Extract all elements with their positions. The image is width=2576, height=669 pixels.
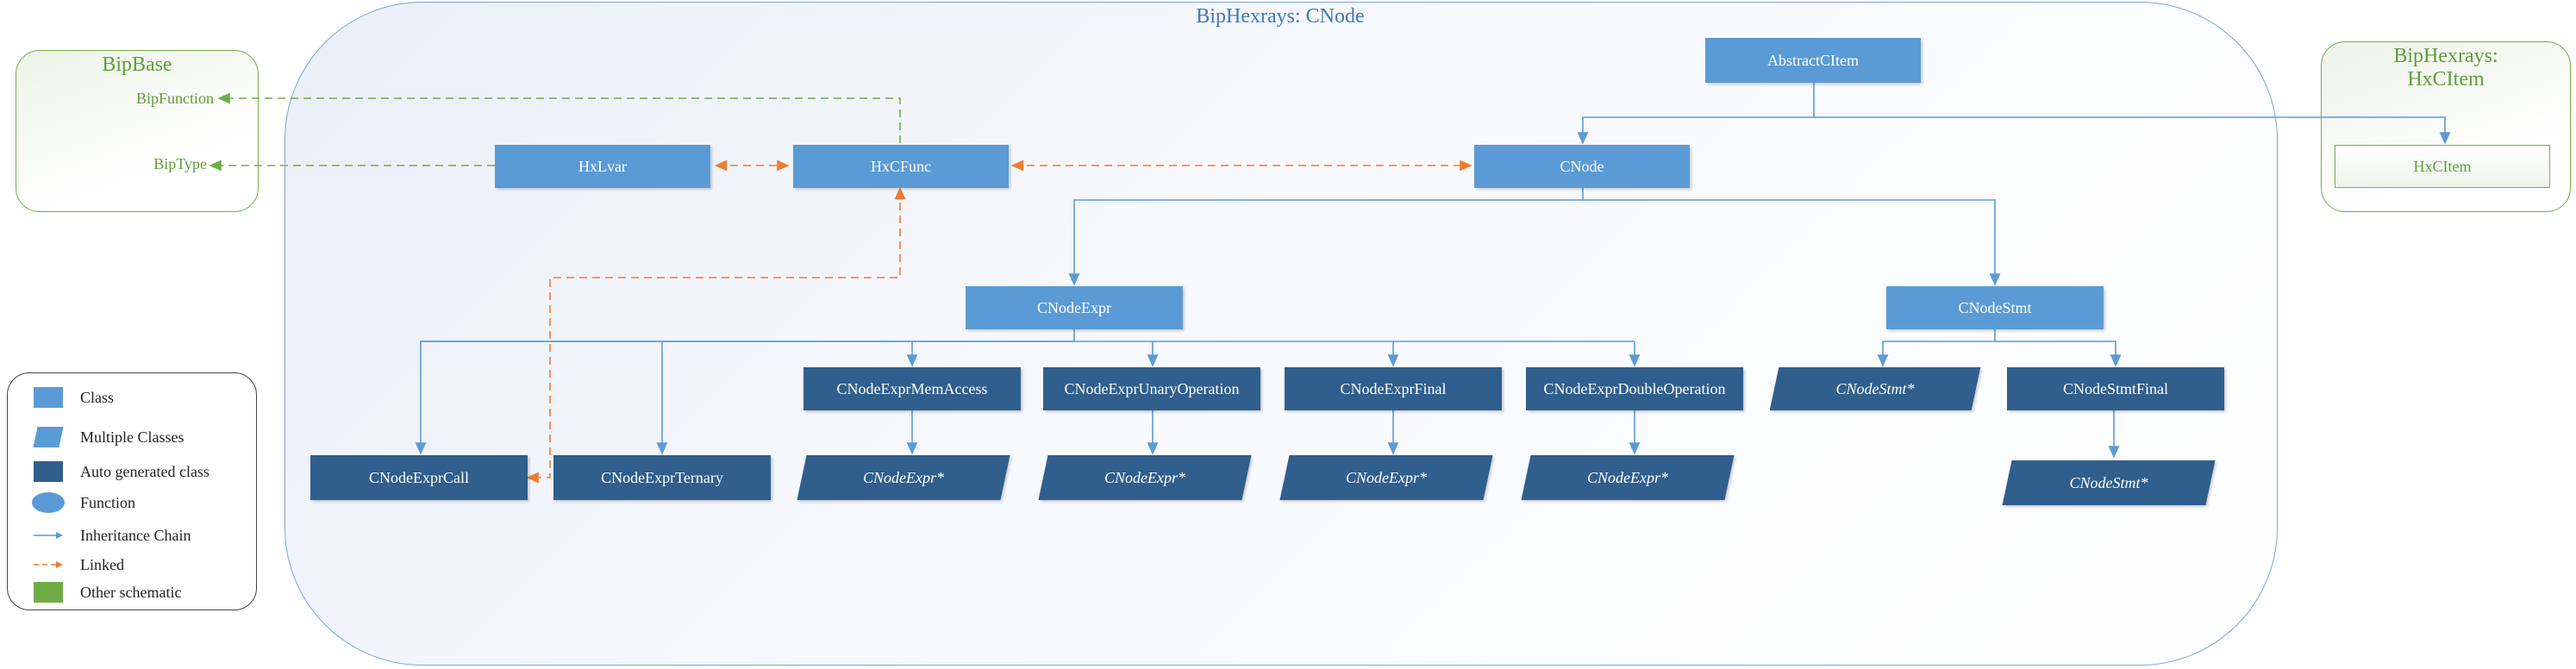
bipfunction-label: BipFunction xyxy=(135,90,214,107)
edge-stmt-final xyxy=(1995,341,2122,367)
node-cnode: CNode xyxy=(1474,145,1690,188)
biptype-label: BipType xyxy=(153,155,207,172)
legend-auto-generated: Auto generated class xyxy=(32,460,209,484)
node-cnodeexprternary: CNodeExprTernary xyxy=(553,455,771,500)
legend-other-schematic: Other schematic xyxy=(32,580,181,604)
legend: Class Multiple Classes Auto generated cl… xyxy=(7,372,257,610)
edge-cnode-cnodestmt xyxy=(1583,199,2001,286)
node-cnodeexpr: CNodeExpr xyxy=(966,286,1183,329)
node-cnodestmt-multi-2: CNodeStmt* xyxy=(2007,460,2210,505)
node-hxcfunc: HxCFunc xyxy=(793,145,1009,188)
edge-abstractcitem-hxcitem xyxy=(1814,116,2451,145)
edge-cnode-cnodeexpr xyxy=(1068,188,1584,286)
edge-abstractcitem-cnode xyxy=(1577,83,1815,145)
node-cnodeexprunaryoperation: CNodeExprUnaryOperation xyxy=(1043,367,1260,410)
legend-function: Function xyxy=(32,491,135,515)
region-title-hxcitem-2: HxCItem xyxy=(2407,68,2485,91)
edge-stmt-multi xyxy=(1877,329,1996,367)
node-cnodeexpr-multi-2: CNodeExpr* xyxy=(1043,455,1247,500)
region-title-hxcitem-1: BipHexrays: xyxy=(2393,45,2498,67)
node-abstractcitem: AbstractCItem xyxy=(1705,38,1921,83)
region-title-bipbase: BipBase xyxy=(102,53,172,76)
bipbase-region xyxy=(16,50,259,212)
node-cnodestmtfinal: CNodeStmtFinal xyxy=(2007,367,2224,410)
node-hxcitem: HxCItem xyxy=(2335,145,2550,188)
node-hxlvar: HxLvar xyxy=(495,145,710,188)
legend-class: Class xyxy=(32,385,114,410)
link-hxcfunc-cnodeexprcall xyxy=(526,186,906,484)
region-title-cnode: BipHexrays: CNode xyxy=(1196,5,1365,28)
node-cnodeexprmemaccess: CNodeExprMemAccess xyxy=(803,367,1021,410)
node-cnodeexpr-multi-1: CNodeExpr* xyxy=(802,455,1005,500)
node-cnodeexprdoubleoperation: CNodeExprDoubleOperation xyxy=(1526,367,1743,410)
node-cnodeexprcall: CNodeExprCall xyxy=(310,455,528,500)
node-cnodestmt-multi: CNodeStmt* xyxy=(1774,367,1976,410)
link-hxcfunc-bipfunction xyxy=(217,92,901,143)
node-cnodeexpr-multi-3: CNodeExpr* xyxy=(1285,455,1488,500)
legend-inheritance: Inheritance Chain xyxy=(32,523,191,547)
node-cnodestmt: CNodeStmt xyxy=(1886,286,2104,329)
node-cnodeexpr-multi-4: CNodeExpr* xyxy=(1526,455,1729,500)
node-cnodeexprfinal: CNodeExprFinal xyxy=(1285,367,1502,410)
legend-linked: Linked xyxy=(32,553,124,577)
legend-multiple-classes: Multiple Classes xyxy=(32,425,184,449)
